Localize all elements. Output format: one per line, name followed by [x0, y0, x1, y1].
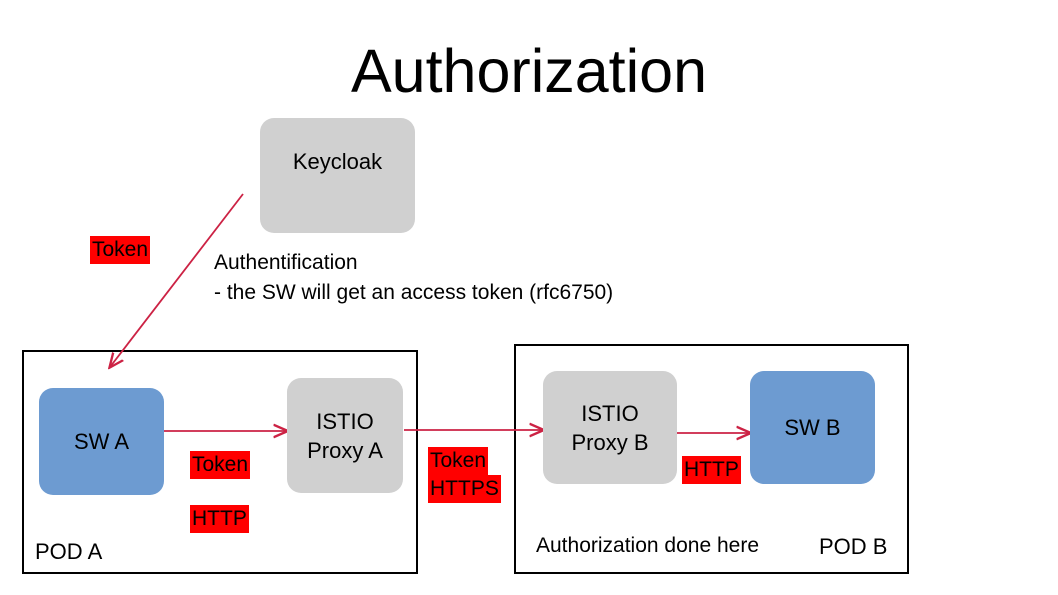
label-token-pod-a: Token [190, 451, 251, 479]
pod-b-label: POD B [819, 534, 888, 559]
node-sw-a[interactable]: SW A [39, 388, 164, 495]
node-istio-proxy-b[interactable]: ISTIO Proxy B [543, 371, 677, 484]
node-sw-b[interactable]: SW B [750, 371, 875, 484]
label-token-keycloak: Token [90, 236, 151, 264]
authorization-done-here-note: Authorization done here [536, 534, 759, 557]
node-istio-proxy-b-label: ISTIO Proxy B [571, 400, 649, 455]
node-keycloak[interactable]: Keycloak [260, 118, 415, 233]
authentification-note: Authentification - the SW will get an ac… [214, 251, 614, 304]
label-token-https-group: Token HTTPS [428, 447, 501, 503]
node-sw-b-label: SW B [784, 415, 841, 440]
label-https-middle: HTTPS [428, 475, 501, 503]
label-http-pod-b: HTTP [682, 456, 741, 484]
node-istio-proxy-a[interactable]: ISTIO Proxy A [287, 378, 403, 493]
pod-a-label: POD A [35, 539, 103, 564]
label-http-pod-a: HTTP [190, 505, 249, 533]
label-token-middle: Token [428, 447, 489, 475]
page-title: Authorization [350, 37, 708, 105]
node-keycloak-label: Keycloak [292, 149, 383, 174]
node-sw-a-label: SW A [73, 429, 129, 454]
node-istio-proxy-a-label: ISTIO Proxy A [307, 408, 383, 463]
pod-b-container [514, 344, 909, 574]
